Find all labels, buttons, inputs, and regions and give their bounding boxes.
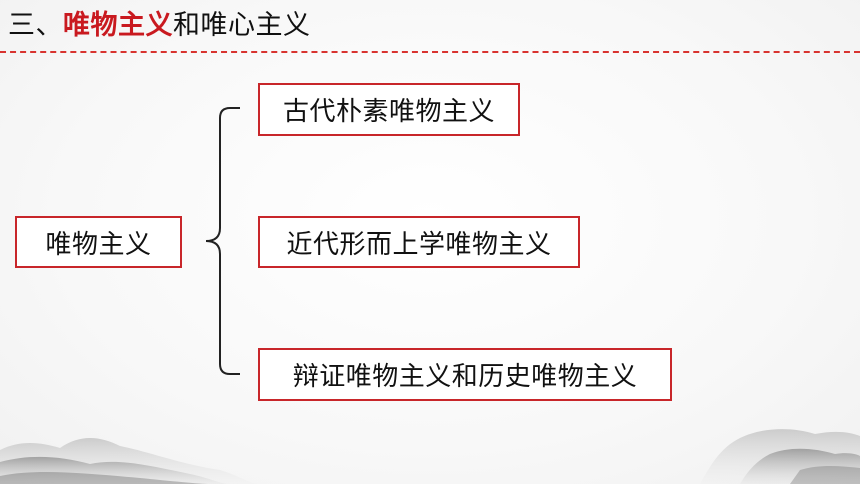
- branch-box-ancient: 古代朴素唯物主义: [258, 83, 520, 136]
- title-prefix: 三、: [8, 10, 63, 41]
- title-highlight: 唯物主义: [63, 10, 173, 41]
- branch-box-modern: 近代形而上学唯物主义: [258, 216, 580, 268]
- branch-label-dialectical: 辩证唯物主义和历史唯物主义: [292, 362, 638, 392]
- title-suffix: 和唯心主义: [173, 10, 311, 41]
- branch-label-modern: 近代形而上学唯物主义: [286, 229, 552, 260]
- root-node-label: 唯物主义: [45, 229, 152, 260]
- title-divider: [0, 51, 860, 53]
- branch-label-ancient: 古代朴素唯物主义: [282, 97, 495, 127]
- branch-box-dialectical: 辩证唯物主义和历史唯物主义: [258, 348, 672, 401]
- root-node-box: 唯物主义: [15, 216, 182, 268]
- curly-brace-connector: [205, 107, 240, 375]
- slide-title: 三、唯物主义和唯心主义: [8, 6, 311, 46]
- ink-mountains-decoration: [0, 429, 860, 484]
